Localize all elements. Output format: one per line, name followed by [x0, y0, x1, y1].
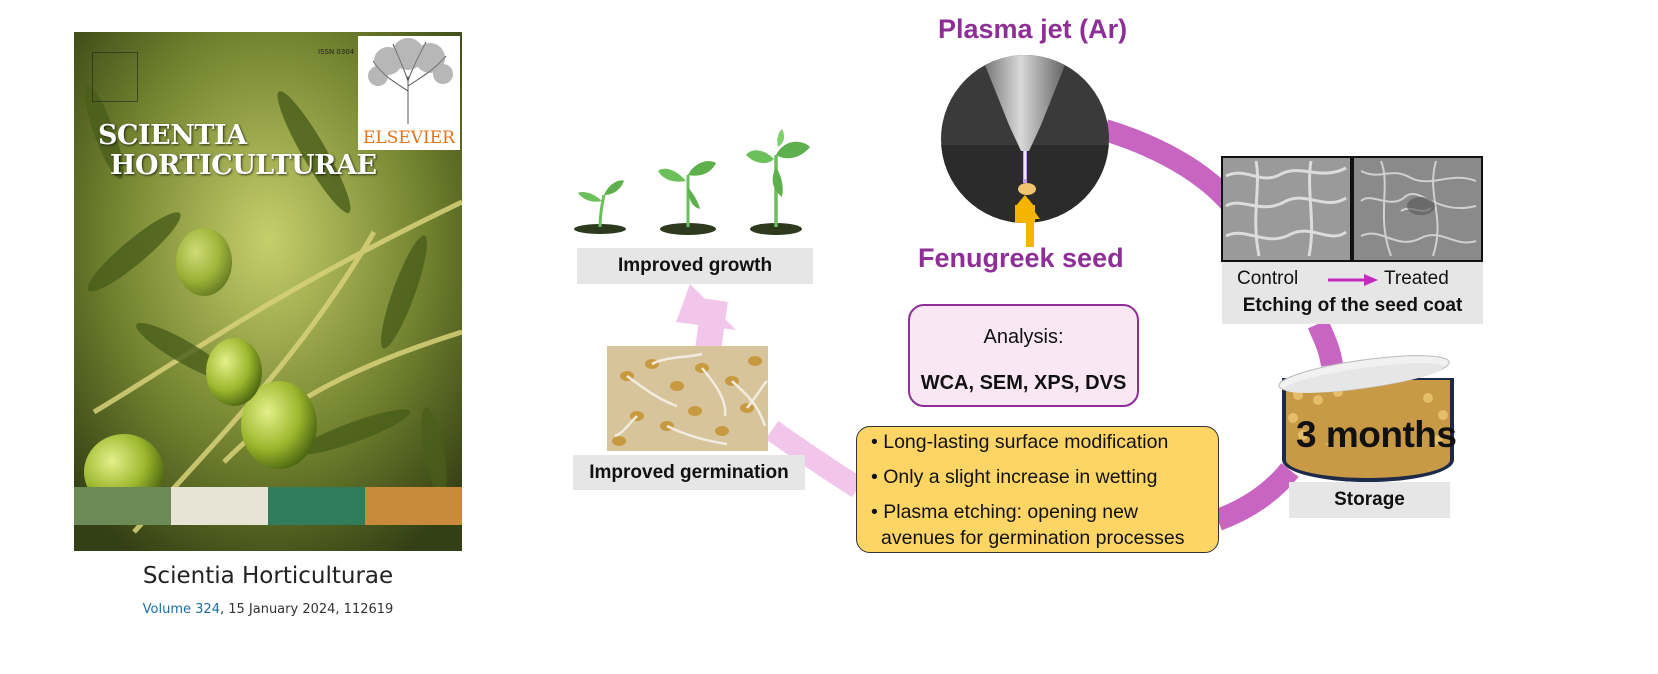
strip-cabbage	[268, 487, 365, 525]
strip-daisies	[171, 487, 268, 525]
seedling-icon	[746, 129, 810, 235]
finding-item-continuation: avenues for germination processes	[881, 527, 1185, 549]
journal-meta: Volume 324, 15 January 2024, 112619	[74, 602, 462, 617]
pale-arrowhead	[676, 284, 736, 330]
etch-treated-label: Treated	[1384, 268, 1449, 289]
right-arrow-icon	[1328, 274, 1378, 286]
cycle-arrow-plasma-to-etching	[1101, 119, 1249, 222]
seedling-icon	[658, 161, 716, 235]
plasma-jet-photo	[941, 55, 1109, 223]
sem-control-image	[1223, 158, 1350, 260]
finding-item: • Only a slight increase in wetting	[871, 466, 1158, 488]
journal-date: , 15 January 2024, 112619	[219, 602, 394, 617]
analysis-methods: WCA, SEM, XPS, DVS	[920, 372, 1127, 394]
etching-label-box: Control Treated Etching of the seed coat	[1222, 262, 1483, 324]
cover-issn: ISSN 0304	[318, 48, 355, 56]
cover-photo-strip	[74, 487, 462, 525]
journal-name: Scientia Horticulturae	[142, 563, 394, 589]
finding-item: • Long-lasting surface modification	[871, 431, 1169, 453]
sem-images	[1221, 156, 1483, 262]
sprouts-photo	[607, 346, 768, 451]
sem-treated-image	[1354, 158, 1481, 260]
etch-control-label: Control	[1237, 268, 1299, 289]
elsevier-wordmark: ELSEVIER	[363, 128, 455, 148]
seedling-icon	[574, 180, 626, 234]
analysis-box: Analysis: WCA, SEM, XPS, DVS	[908, 304, 1139, 407]
finding-item: • Plasma etching: opening new	[871, 501, 1138, 523]
storage-duration: 3 months	[1296, 414, 1457, 455]
improved-growth-label: Improved growth	[577, 248, 813, 284]
pale-arrow-findings-to-germination	[765, 421, 864, 498]
journal-cover: ISSN 0304 ELSEVIER SCIENTIA HORTICULTURA…	[74, 32, 462, 551]
improved-germination-label: Improved germination	[573, 455, 805, 490]
strip-onions	[365, 487, 462, 525]
seedlings	[574, 129, 810, 235]
cycle-arrow-etching-to-storage	[1307, 319, 1343, 367]
strip-tomatoes	[74, 487, 171, 525]
seed-arrow-icon	[1020, 205, 1040, 247]
cover-title-line2: HORTICULTURAE	[110, 150, 377, 181]
findings-box: • Long-lasting surface modification • On…	[856, 426, 1219, 553]
elsevier-logo-box: ELSEVIER	[358, 36, 460, 150]
cover-title-line1: SCIENTIA	[98, 120, 247, 151]
volume-link[interactable]: Volume 324	[142, 602, 220, 617]
fenugreek-seed-title: Fenugreek seed	[918, 243, 1124, 273]
elsevier-small-logo	[92, 52, 138, 102]
elsevier-tree-icon	[368, 38, 453, 124]
etch-caption: Etching of the seed coat	[1242, 295, 1463, 316]
analysis-title: Analysis:	[983, 326, 1064, 348]
cycle-arrow-storage-to-findings	[1214, 462, 1299, 531]
storage-label: Storage	[1289, 482, 1450, 518]
seed-jar-photo	[1278, 355, 1454, 482]
plasma-jet-title: Plasma jet (Ar)	[938, 14, 1128, 44]
